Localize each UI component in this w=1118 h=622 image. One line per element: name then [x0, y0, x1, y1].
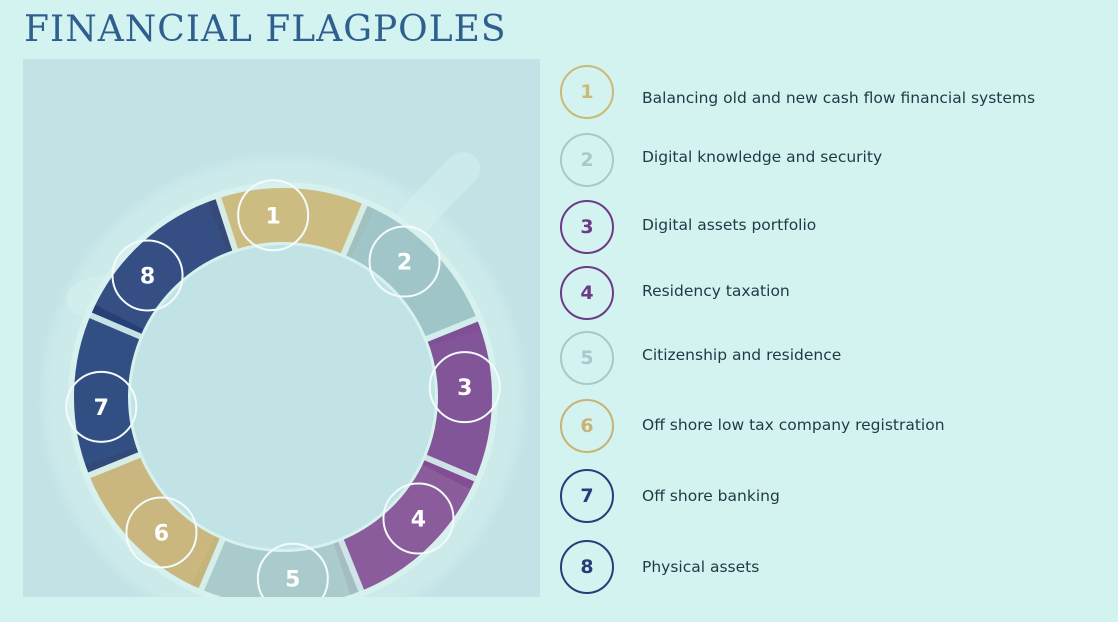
legend-badge-3: 3 [560, 200, 614, 254]
segment-number-5: 5 [285, 568, 300, 593]
legend-number-6: 6 [580, 415, 594, 437]
segment-badge-8 [111, 239, 184, 312]
legend-text-2: Digital knowledge and security [642, 148, 883, 166]
legend-badge-2: 2 [560, 133, 614, 187]
legend-badge-6: 6 [560, 399, 614, 453]
segment-badge-7 [65, 370, 138, 443]
cycle-diagram: 1 2 3 4 5 6 7 8 [43, 152, 523, 597]
legend-badge-7: 7 [560, 469, 614, 523]
segment-badge-1 [237, 179, 310, 252]
legend-text-5: Citizenship and residence [642, 346, 842, 364]
segment-number-3: 3 [457, 376, 472, 401]
page-title: FINANCIAL FLAGPOLES [24, 9, 507, 50]
segment-badge-3 [428, 351, 501, 424]
legend-text-1: Balancing old and new cash flow financia… [642, 89, 1036, 107]
segment-badge-2 [368, 225, 441, 298]
legend-text-7: Off shore banking [642, 487, 780, 505]
segment-badge-6 [125, 496, 198, 569]
legend-number-5: 5 [580, 347, 594, 369]
segment-number-4: 4 [411, 508, 426, 533]
segment-number-1: 1 [266, 204, 281, 229]
legend-text-4: Residency taxation [642, 282, 790, 300]
legend-badge-4: 4 [560, 266, 614, 320]
legend-badge-5: 5 [560, 331, 614, 385]
legend-number-4: 4 [580, 282, 594, 304]
segment-number-7: 7 [94, 396, 109, 421]
ring-hole [131, 245, 435, 549]
legend-text-6: Off shore low tax company registration [642, 416, 945, 434]
legend-badge-8: 8 [560, 540, 614, 594]
segment-badge-4 [382, 482, 455, 555]
legend-number-1: 1 [580, 81, 594, 103]
legend-text-8: Physical assets [642, 558, 760, 576]
legend-number-7: 7 [580, 485, 594, 507]
segment-number-6: 6 [154, 521, 169, 546]
legend-text-3: Digital assets portfolio [642, 216, 817, 234]
segment-number-8: 8 [140, 264, 155, 289]
legend-badge-1: 1 [560, 65, 614, 119]
segment-labels: 1 2 3 4 5 6 7 8 [65, 179, 501, 597]
segment-badge-5 [256, 542, 329, 597]
segment-number-2: 2 [397, 251, 412, 276]
legend-number-8: 8 [580, 556, 594, 578]
legend-number-3: 3 [580, 216, 594, 238]
diagram-panel: 1 2 3 4 5 6 7 8 [23, 59, 540, 597]
legend-number-2: 2 [580, 149, 594, 171]
